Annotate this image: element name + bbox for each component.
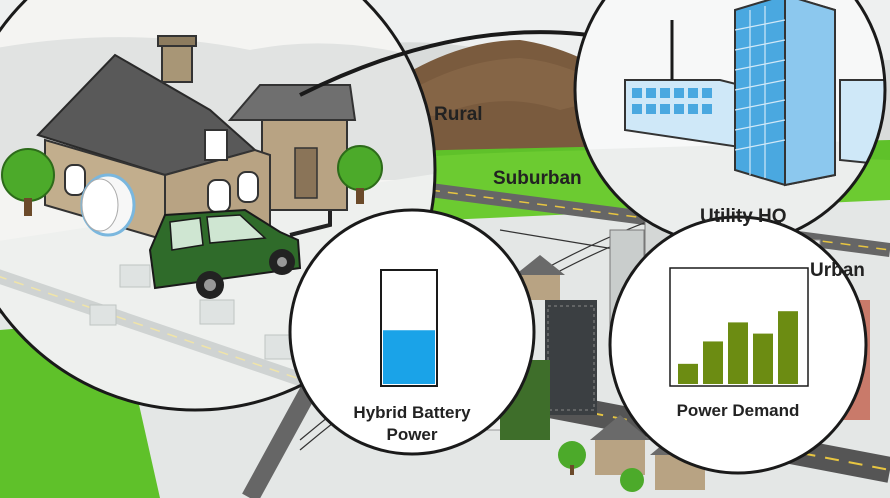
demand-circle-border	[608, 215, 868, 475]
home-circle-border	[0, 0, 437, 412]
zone-label-suburban: Suburban	[493, 168, 582, 189]
city-trees	[558, 441, 644, 492]
home-circle	[0, 0, 435, 410]
battery-caption: Hybrid Battery Power	[332, 402, 492, 446]
demand-bars	[678, 311, 798, 384]
demand-caption: Power Demand	[676, 401, 800, 420]
power-line-3	[499, 229, 621, 251]
demand-bar	[778, 311, 798, 384]
demand-bar	[728, 322, 748, 384]
zone-label-rural: Rural	[434, 104, 483, 125]
zone-label-utility-hq: Utility HQ	[700, 206, 787, 227]
battery-caption-line2: Power	[386, 425, 438, 444]
battery-caption-line1: Hybrid Battery	[353, 403, 471, 422]
demand-bar	[678, 363, 698, 384]
demand-bar	[703, 341, 723, 384]
battery-gauge-fill	[383, 330, 435, 384]
demand-bar	[753, 333, 773, 384]
battery-circle-border	[288, 208, 536, 456]
zone-label-urban: Urban	[810, 260, 865, 281]
